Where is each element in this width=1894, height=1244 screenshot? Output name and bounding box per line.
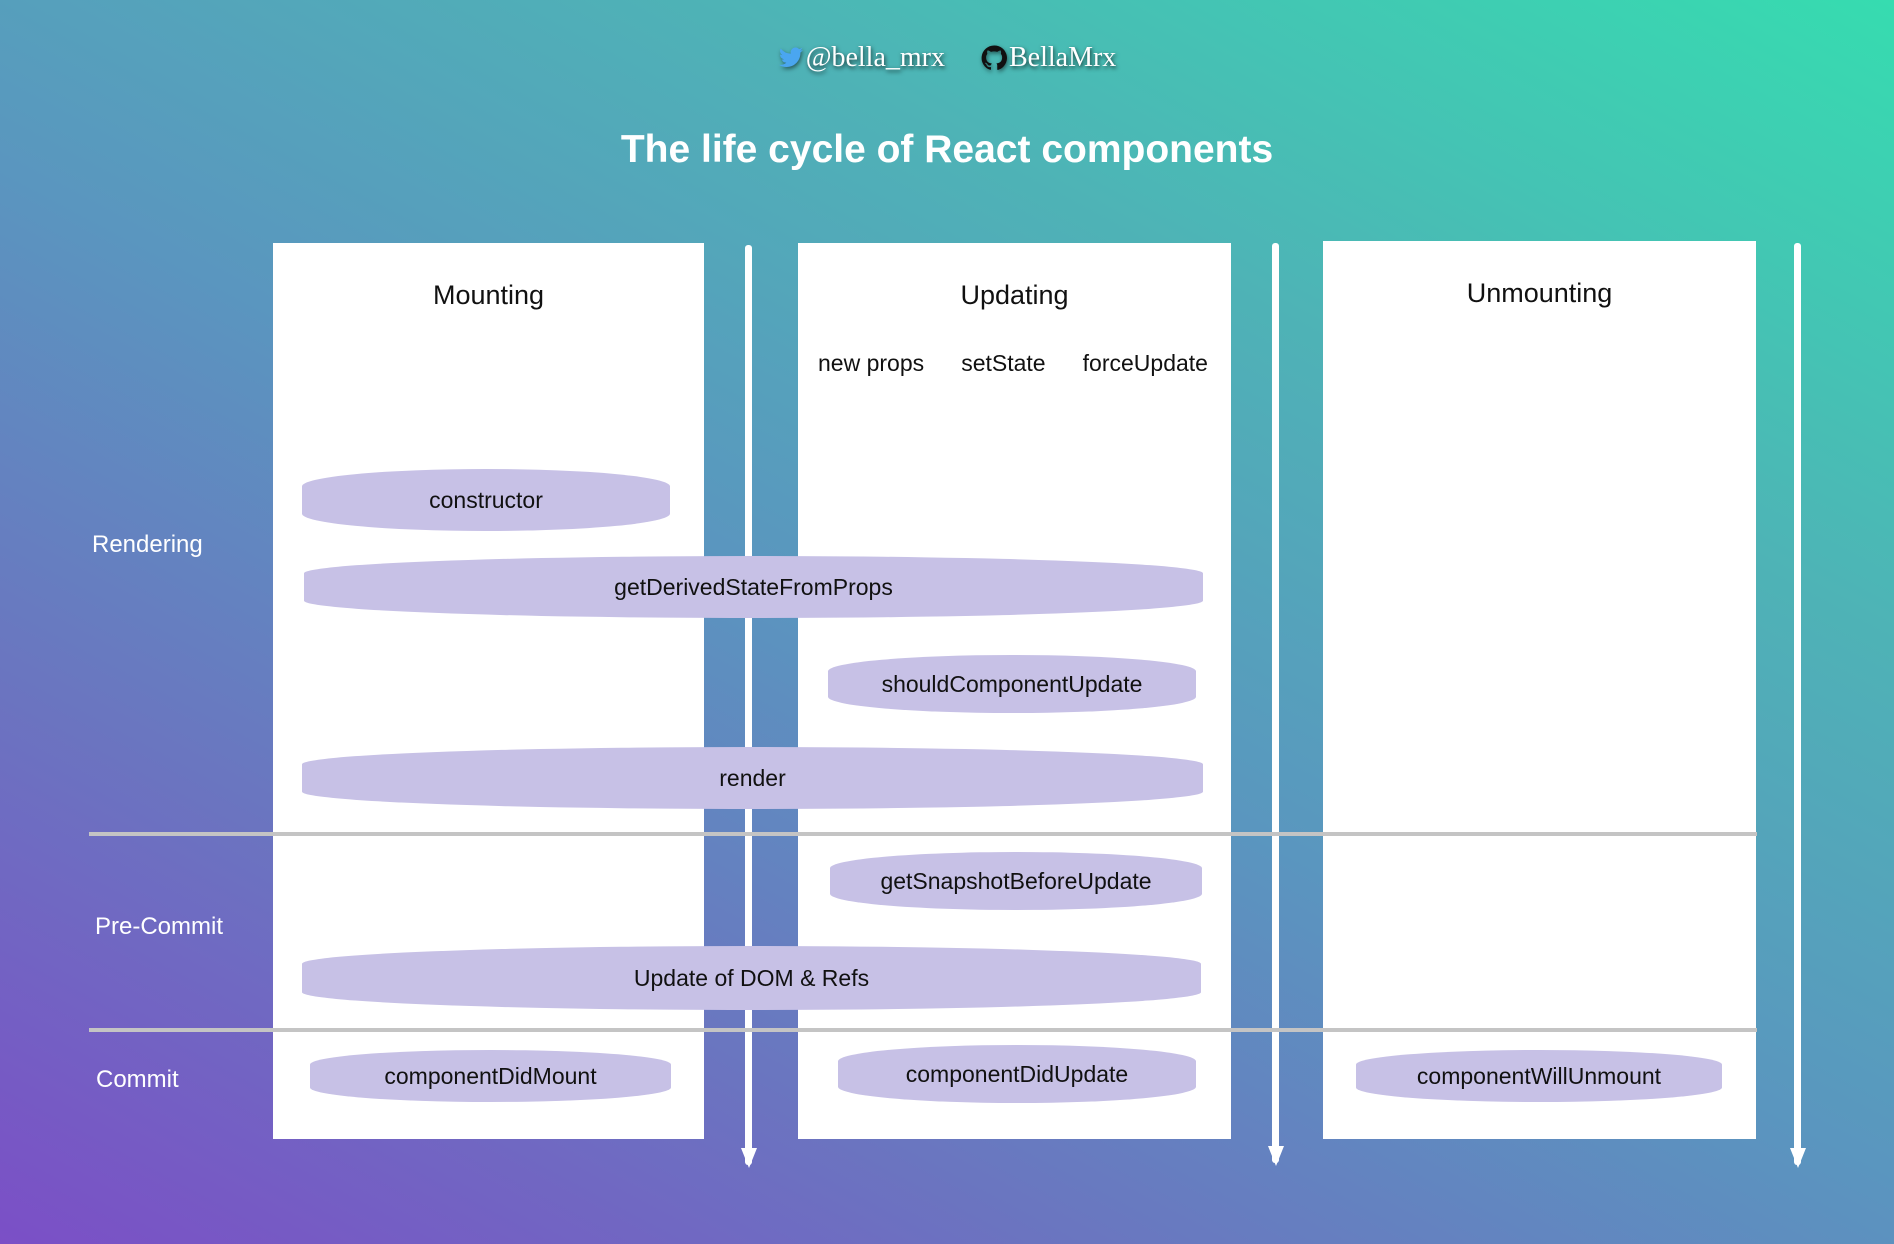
stage-label-pre-commit: Pre-Commit (95, 913, 224, 940)
diagram-title: The life cycle of React components (620, 128, 1274, 171)
stage-label-rendering: Rendering (92, 531, 203, 558)
social-header: @bella_mrx BellaMrx (0, 38, 1894, 78)
method-component-will-unmount: componentWillUnmount (1356, 1050, 1722, 1102)
unmounting-flow-arrowhead (1790, 1148, 1806, 1168)
updating-title: Updating (960, 280, 1069, 310)
github-handle[interactable]: BellaMrx (981, 42, 1116, 74)
updating-flow-arrow-line (1272, 243, 1279, 1163)
method-component-did-mount: componentDidMount (310, 1050, 671, 1102)
method-update-dom-refs: Update of DOM & Refs (302, 946, 1201, 1010)
method-render: render (302, 747, 1203, 809)
method-get-derived-state-from-props: getDerivedStateFromProps (304, 556, 1203, 618)
trigger-set-state: setState (961, 350, 1046, 376)
mounting-flow-arrowhead (741, 1148, 757, 1168)
trigger-force-update: forceUpdate (1082, 350, 1208, 376)
precommit-commit-divider (89, 1028, 1757, 1032)
twitter-bird-icon (778, 47, 803, 67)
trigger-new-props: new props (818, 350, 925, 376)
unmounting-flow-arrow-line (1794, 243, 1801, 1165)
method-component-did-update: componentDidUpdate (838, 1045, 1196, 1103)
updating-flow-arrowhead (1268, 1146, 1284, 1166)
mounting-title: Mounting (432, 280, 545, 310)
github-handle-text: BellaMrx (1009, 42, 1117, 73)
update-triggers: new props setState forceUpdate (818, 350, 1208, 377)
unmounting-title: Unmounting (1466, 278, 1613, 308)
method-constructor: constructor (302, 469, 670, 531)
twitter-handle-text: @bella_mrx (805, 42, 945, 73)
unmounting-panel: Unmounting (1323, 241, 1756, 1139)
method-get-snapshot-before-update: getSnapshotBeforeUpdate (830, 852, 1202, 910)
mounting-flow-arrow-line (745, 245, 752, 1165)
twitter-handle[interactable]: @bella_mrx (778, 42, 945, 74)
github-octocat-icon (981, 45, 1007, 70)
stage-label-commit: Commit (96, 1066, 179, 1093)
rendering-precommit-divider (89, 832, 1757, 836)
method-should-component-update: shouldComponentUpdate (828, 655, 1196, 713)
